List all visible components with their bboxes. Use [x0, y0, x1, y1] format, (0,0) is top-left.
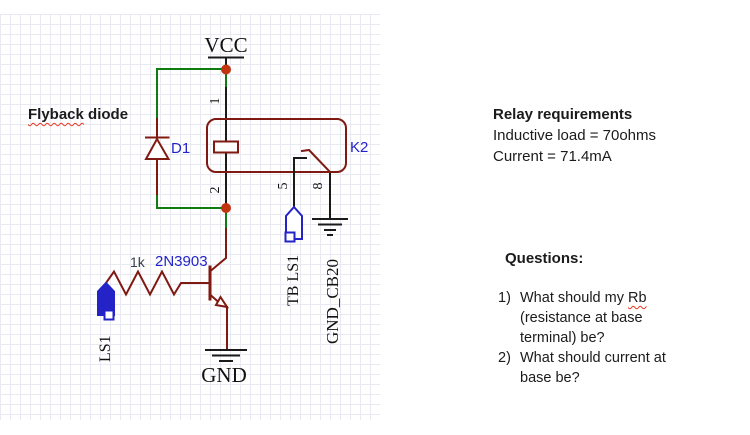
pin-1-label: 1	[208, 98, 223, 105]
resistor-value-label: 1k	[130, 254, 146, 270]
requirements-title: Relay requirements	[493, 106, 633, 123]
requirements-line-2: Current = 71.4mA	[493, 148, 612, 165]
gnd-label: GND	[201, 363, 247, 387]
wire-green-net	[156, 68, 227, 230]
schematic-grid-background	[0, 14, 380, 420]
relay-ref-label: K2	[350, 139, 368, 156]
vcc-power-icon	[208, 56, 244, 66]
requirements-line-1: Inductive load = 70ohms	[493, 127, 657, 144]
flyback-note: Flyback diode	[28, 106, 128, 123]
question-2-number: 2)	[498, 350, 511, 366]
questions-title: Questions:	[505, 250, 584, 267]
question-1-number: 1)	[498, 290, 511, 306]
tb-ls1-connector-icon	[284, 205, 303, 243]
questions-list: 1) What should my Rb (resistance at base…	[498, 288, 698, 388]
ls1-connector-icon	[97, 281, 115, 321]
emitter-arrow-icon	[214, 295, 230, 309]
gnd-cb20-ground-icon	[312, 218, 348, 236]
question-1-text: What should my Rb (resistance at base te…	[520, 290, 647, 346]
pin-5-label: 5	[276, 183, 291, 190]
flyback-note-word2: diode	[83, 106, 129, 123]
relay-switch-icon	[293, 148, 332, 174]
pin-8-label: 8	[311, 183, 326, 190]
flyback-note-word: Flyback	[28, 106, 84, 123]
rb-term: Rb	[628, 290, 647, 306]
tb-ls1-label: TB LS1	[285, 255, 302, 306]
resistor-symbol	[104, 269, 195, 297]
junction-dot-bottom	[221, 203, 231, 213]
pin-2-label: 2	[208, 187, 223, 194]
circuit-schematic: VCC D1	[97, 33, 368, 387]
diode-ref-label: D1	[171, 140, 190, 157]
gnd-ground-icon	[205, 349, 247, 362]
question-2-text: What should current at base be?	[520, 350, 666, 386]
relay-requirements: Relay requirements Inductive load = 70oh…	[493, 104, 733, 167]
relay-coil-icon	[213, 140, 239, 154]
question-item-2: 2) What should current at base be?	[498, 348, 698, 388]
transistor-ref-label: 2N3903	[155, 253, 208, 270]
gnd-cb20-label: GND_CB20	[323, 259, 342, 344]
question-item-1: 1) What should my Rb (resistance at base…	[498, 288, 698, 348]
ls1-label: LS1	[97, 335, 114, 362]
diode-d1-symbol	[144, 118, 171, 195]
transistor-symbol	[193, 228, 230, 351]
junction-dot-top	[221, 64, 231, 75]
wire-black-net	[225, 87, 331, 220]
relay-k2-symbol	[206, 118, 347, 174]
vcc-label: VCC	[204, 33, 247, 57]
